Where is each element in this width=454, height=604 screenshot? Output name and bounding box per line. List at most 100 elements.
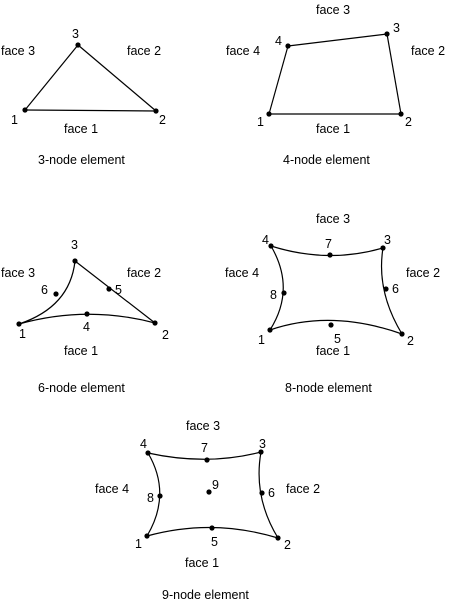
node-3-label: 3 xyxy=(71,238,78,252)
node-6-label: 6 xyxy=(41,283,48,297)
node-1-marker xyxy=(22,107,28,113)
node-5-marker xyxy=(106,286,112,292)
node-2-label: 2 xyxy=(159,113,166,127)
face-1-label: face 1 xyxy=(64,344,98,358)
element-caption: 9-node element xyxy=(162,588,249,602)
node-2-label: 2 xyxy=(407,334,414,348)
face-3-label: face 3 xyxy=(1,266,35,280)
node-4-marker xyxy=(268,243,274,249)
face-2-label: face 2 xyxy=(411,44,445,58)
node-5-marker xyxy=(209,525,215,531)
node-3-marker xyxy=(72,258,78,264)
node-2-label: 2 xyxy=(405,115,412,129)
node-4-label: 4 xyxy=(275,34,282,48)
node-9-label: 9 xyxy=(212,478,219,492)
edge xyxy=(287,33,388,47)
face-1-label: face 1 xyxy=(185,556,219,570)
node-7-marker xyxy=(204,457,210,463)
node-4-label: 4 xyxy=(262,233,269,247)
edge xyxy=(269,245,284,331)
node-1-label: 1 xyxy=(258,333,265,347)
node-3-label: 3 xyxy=(384,233,391,247)
face-2-label: face 2 xyxy=(406,266,440,280)
face-3-label: face 3 xyxy=(316,212,350,226)
node-8-marker xyxy=(281,290,287,296)
face-1-label: face 1 xyxy=(64,122,98,136)
node-7-label: 7 xyxy=(201,441,208,455)
node-1-marker xyxy=(266,111,272,117)
node-3-label: 3 xyxy=(393,21,400,35)
node-6-marker xyxy=(383,286,389,292)
node-3-marker xyxy=(384,31,390,37)
edge xyxy=(18,260,76,325)
face-3-label: face 3 xyxy=(316,3,350,17)
node-6-marker xyxy=(53,291,59,297)
node-5-label: 5 xyxy=(115,283,122,297)
node-7-label: 7 xyxy=(325,237,332,251)
node-5-label: 5 xyxy=(334,332,341,346)
face-4-label: face 4 xyxy=(226,44,260,58)
node-4-marker xyxy=(84,311,90,317)
element-caption: 3-node element xyxy=(38,153,125,167)
node-6-marker xyxy=(259,490,265,496)
face-2-label: face 2 xyxy=(286,482,320,496)
node-5-label: 5 xyxy=(211,535,218,549)
element-8-node: 1 2 3 4 5 6 7 8 face 1 face 2 face 3 fac… xyxy=(225,212,440,395)
edge xyxy=(380,247,403,335)
node-2-marker xyxy=(152,320,158,326)
element-9-node: 1 2 3 4 5 6 7 8 9 face 1 face 2 face 3 f… xyxy=(95,419,320,602)
face-1-label: face 1 xyxy=(316,344,350,358)
element-4-node: 1 2 3 4 face 1 face 2 face 3 face 4 4-no… xyxy=(226,3,445,167)
node-7-marker xyxy=(327,252,333,258)
node-3-label: 3 xyxy=(72,27,79,41)
face-4-label: face 4 xyxy=(95,482,129,496)
node-2-marker xyxy=(398,111,404,117)
node-3-marker xyxy=(75,42,81,48)
edge xyxy=(386,33,402,115)
node-1-marker xyxy=(144,533,150,539)
node-8-label: 8 xyxy=(147,491,154,505)
edge xyxy=(258,451,279,539)
element-3-node: 1 2 3 face 1 face 2 face 3 3-node elemen… xyxy=(1,27,166,167)
node-6-label: 6 xyxy=(268,486,275,500)
node-2-label: 2 xyxy=(162,328,169,342)
node-9-marker xyxy=(206,489,212,495)
node-3-marker xyxy=(380,245,386,251)
node-6-label: 6 xyxy=(392,282,399,296)
face-4-label: face 4 xyxy=(225,266,259,280)
element-caption: 8-node element xyxy=(285,381,372,395)
element-caption: 6-node element xyxy=(38,381,125,395)
node-5-marker xyxy=(328,322,334,328)
node-2-marker xyxy=(275,535,281,541)
node-3-label: 3 xyxy=(259,437,266,451)
face-3-label: face 3 xyxy=(186,419,220,433)
edge xyxy=(24,109,157,112)
node-1-marker xyxy=(16,321,22,327)
element-6-node: 1 2 3 4 5 6 face 1 face 2 face 3 6-node … xyxy=(1,238,169,395)
edge xyxy=(74,260,156,324)
node-2-marker xyxy=(399,331,405,337)
edge xyxy=(77,44,157,112)
node-3-marker xyxy=(258,449,264,455)
node-8-marker xyxy=(157,493,163,499)
node-8-label: 8 xyxy=(270,288,277,302)
node-4-marker xyxy=(145,450,151,456)
node-1-label: 1 xyxy=(11,113,18,127)
node-1-label: 1 xyxy=(257,115,264,129)
face-2-label: face 2 xyxy=(127,44,161,58)
edge xyxy=(268,45,289,115)
node-1-marker xyxy=(267,327,273,333)
node-2-label: 2 xyxy=(284,538,291,552)
node-1-label: 1 xyxy=(19,327,26,341)
node-1-label: 1 xyxy=(135,537,142,551)
node-4-label: 4 xyxy=(83,320,90,334)
node-4-marker xyxy=(285,43,291,49)
face-2-label: face 2 xyxy=(127,266,161,280)
node-4-label: 4 xyxy=(140,437,147,451)
face-3-label: face 3 xyxy=(1,44,35,58)
element-caption: 4-node element xyxy=(283,153,370,167)
node-2-marker xyxy=(153,108,159,114)
edge xyxy=(269,319,403,335)
face-1-label: face 1 xyxy=(316,122,350,136)
